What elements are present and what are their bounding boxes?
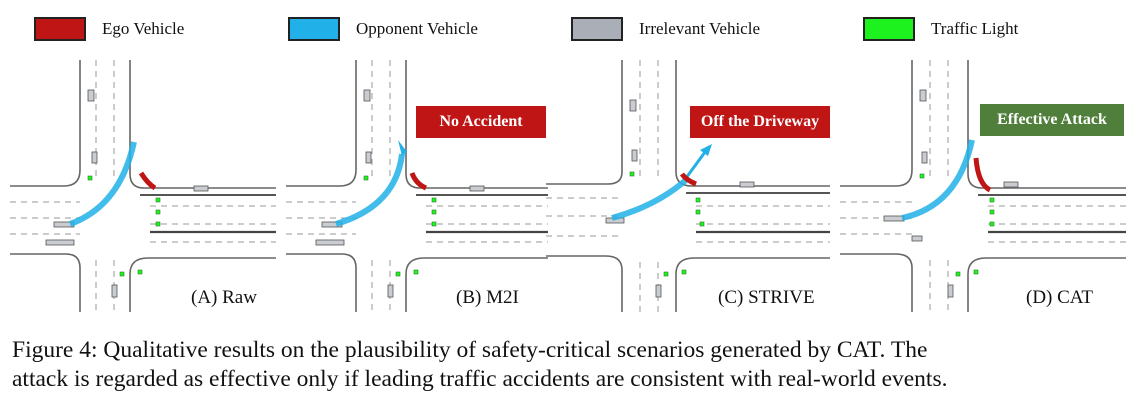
figure-caption: Figure 4: Qualitative results on the pla… <box>12 336 1134 394</box>
traffic-light-swatch <box>863 17 915 41</box>
panel-title: (B) M2I <box>456 287 519 308</box>
legend-item-ego-vehicle: Ego Vehicle <box>34 14 184 44</box>
intersection-map <box>10 60 276 312</box>
caption-line: Figure 4: Qualitative results on the pla… <box>12 337 928 363</box>
panel-m2i: No Accident (B) M2I <box>286 60 548 312</box>
ego-vehicle-swatch <box>34 17 86 41</box>
intersection-map <box>840 60 1126 312</box>
legend-item-opponent-vehicle: Opponent Vehicle <box>288 14 478 44</box>
intersection-map <box>286 60 548 312</box>
legend-item-irrelevant-vehicle: Irrelevant Vehicle <box>571 14 760 44</box>
result-badge: Off the Driveway <box>690 106 830 138</box>
panel-strive: Off the Driveway (C) STRIVE <box>546 60 830 312</box>
legend-label: Irrelevant Vehicle <box>639 19 760 38</box>
panel-title: (D) CAT <box>1026 287 1094 308</box>
figure-legend: Ego Vehicle Opponent Vehicle Irrelevant … <box>0 14 1146 48</box>
result-badge: Effective Attack <box>980 104 1124 136</box>
legend-label: Ego Vehicle <box>102 19 185 38</box>
result-badge: No Accident <box>416 106 546 138</box>
irrelevant-vehicle-swatch <box>571 17 623 41</box>
caption-line: attack is regarded as effective only if … <box>12 366 948 392</box>
opponent-vehicle-swatch <box>288 17 340 41</box>
panel-title: (C) STRIVE <box>718 287 815 308</box>
intersection-map <box>546 60 830 312</box>
panel-raw: (A) Raw <box>10 60 276 312</box>
legend-label: Traffic Light <box>931 19 1019 38</box>
legend-label: Opponent Vehicle <box>356 19 478 38</box>
panel-title: (A) Raw <box>191 287 257 308</box>
legend-item-traffic-light: Traffic Light <box>863 14 1018 44</box>
panel-cat: Effective Attack (D) CAT <box>840 60 1126 312</box>
